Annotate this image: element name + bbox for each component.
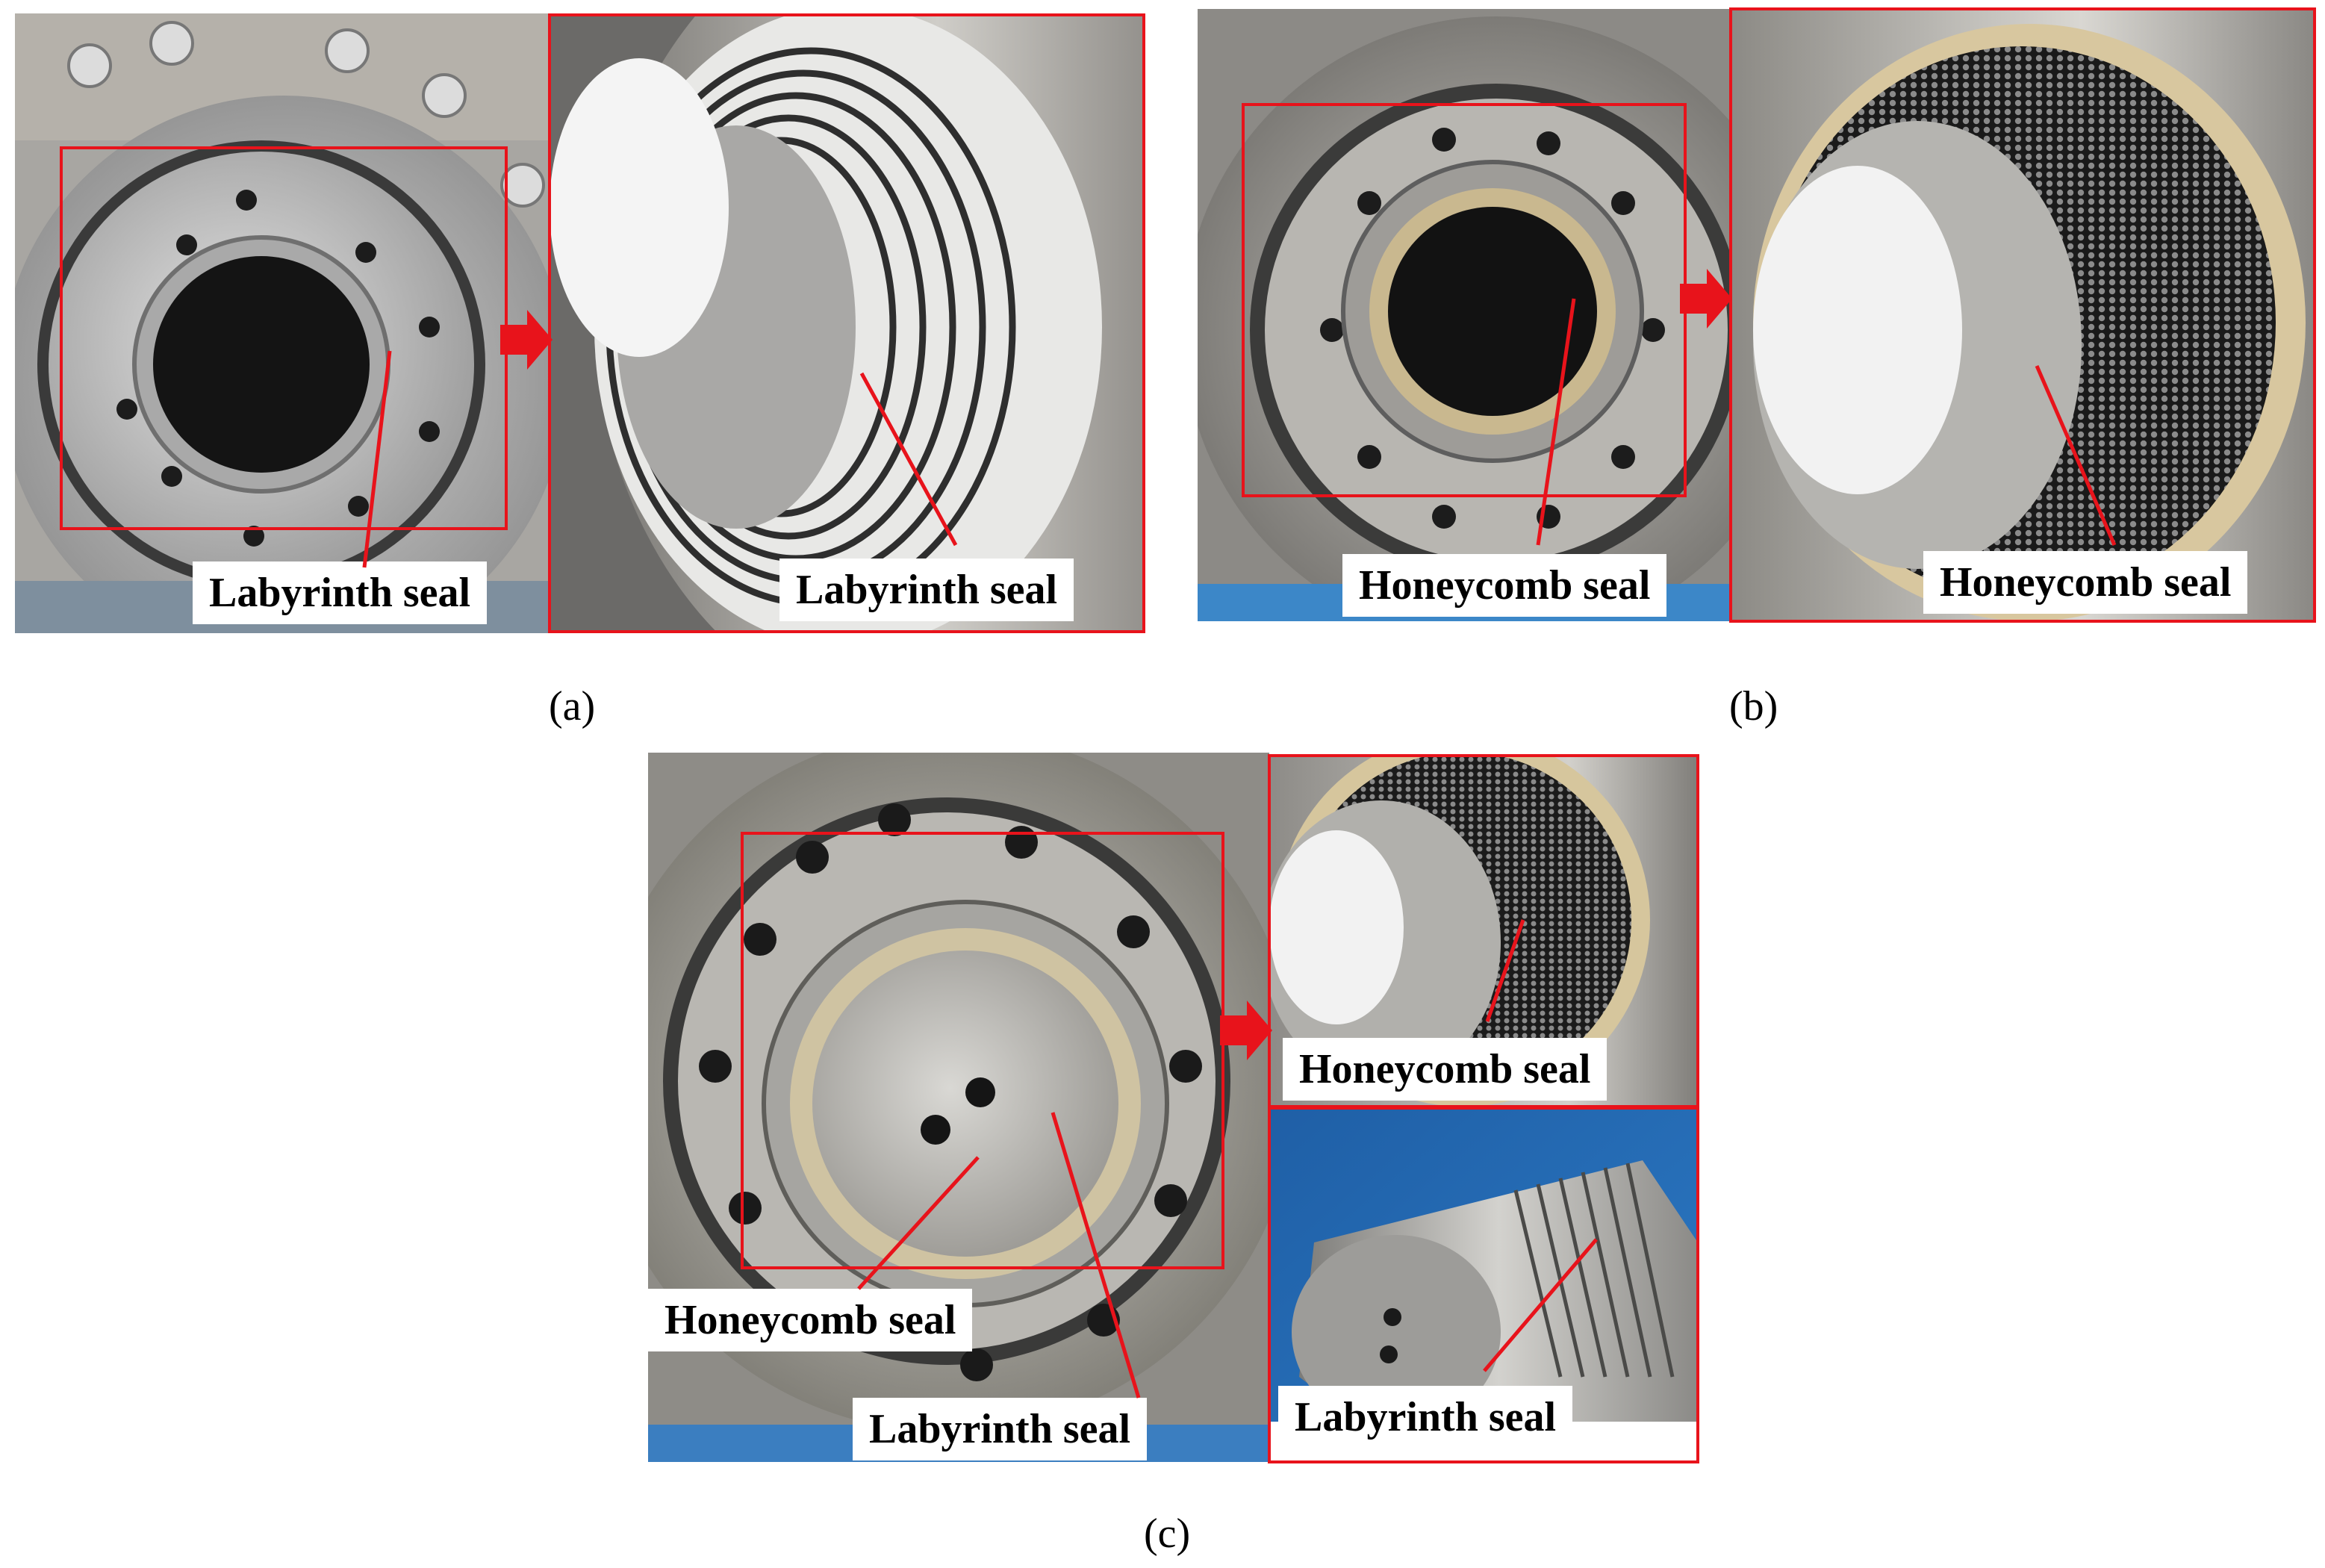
panel-c-highlight-frame <box>741 832 1224 1269</box>
panel-a-overview-photo <box>15 13 550 633</box>
panel-a-detail-label: Labyrinth seal <box>779 559 1074 621</box>
panel-b-detail-label: Honeycomb seal <box>1923 551 2248 614</box>
panel-c-overview-labyrinth-label: Labyrinth seal <box>853 1398 1148 1460</box>
panel-a-detail-frame <box>548 13 1145 633</box>
arrow-right-icon <box>500 310 553 370</box>
honeycomb-overview-illustration <box>1198 9 1731 621</box>
panel-c-detail-top-label: Honeycomb seal <box>1283 1038 1607 1101</box>
panel-b-detail-frame <box>1729 7 2316 623</box>
panel-c-overview-honeycomb-label: Honeycomb seal <box>648 1289 973 1351</box>
labyrinth-bore-illustration <box>550 13 1144 633</box>
panel-a-detail-photo <box>550 13 1144 633</box>
panel-a-highlight-frame <box>60 146 508 530</box>
arrow-right-icon <box>1680 269 1732 329</box>
panel-a-caption: (a) <box>549 683 596 729</box>
labyrinth-overview-illustration <box>15 13 550 633</box>
panel-a-overview-label: Labyrinth seal <box>193 561 488 624</box>
panel-c-detail-bottom-frame <box>1268 1107 1699 1463</box>
panel-c-caption: (c) <box>1144 1511 1191 1557</box>
panel-c-overview-photo <box>648 753 1269 1462</box>
panel-b-caption: (b) <box>1729 683 1778 729</box>
panel-b-highlight-frame <box>1242 103 1687 497</box>
panel-b-overview-photo <box>1198 9 1731 621</box>
combined-seal-overview-illustration <box>648 753 1269 1462</box>
honeycomb-bore-illustration <box>1731 9 2315 621</box>
arrow-right-icon <box>1220 1001 1272 1060</box>
panel-b-overview-label: Honeycomb seal <box>1342 554 1667 617</box>
panel-c-detail-bottom-label: Labyrinth seal <box>1278 1386 1573 1449</box>
panel-b-detail-photo <box>1731 9 2315 621</box>
